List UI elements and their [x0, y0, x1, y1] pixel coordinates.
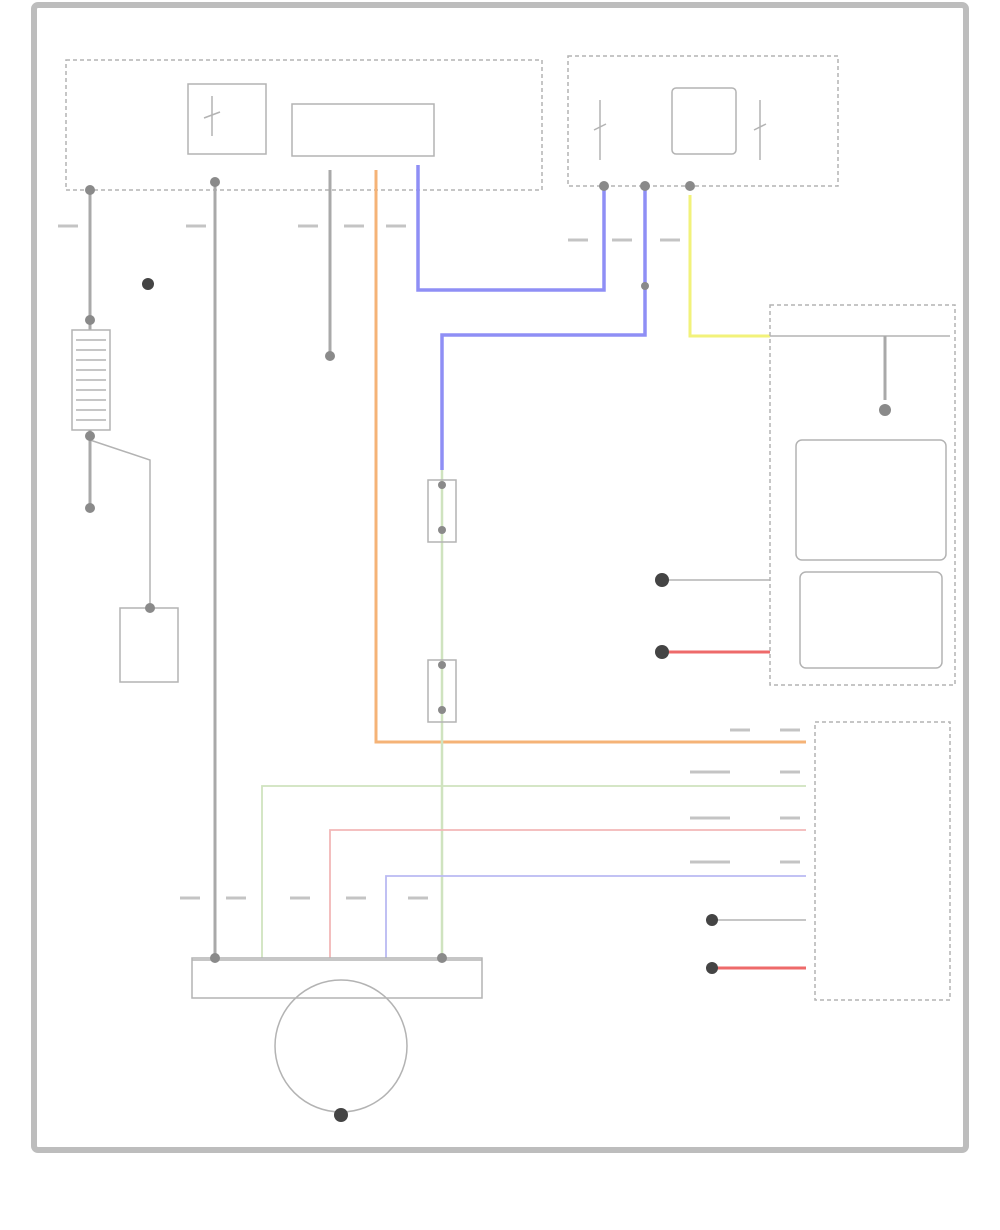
fuse-symbol — [203, 96, 221, 136]
splice-dots — [85, 177, 891, 963]
engine-fuse-box — [567, 55, 839, 187]
alternator-circle-icon — [274, 979, 408, 1113]
control-module-upper — [795, 439, 947, 561]
splice-dot-icon — [879, 404, 891, 416]
connector-pin-marks — [58, 224, 800, 900]
splice-dot-icon — [599, 181, 609, 191]
ground-icon — [142, 278, 154, 290]
splice-dot-icon — [85, 503, 95, 513]
gray-wires — [71, 170, 332, 958]
splice-dot-icon — [685, 181, 695, 191]
blue-wire-upper — [416, 165, 606, 292]
control-module-lower — [799, 571, 943, 669]
fuse-block — [187, 83, 267, 155]
yellow-wire — [688, 195, 770, 338]
splice-dot-icon — [85, 185, 95, 195]
relay-box — [671, 87, 737, 155]
ground-icon — [655, 573, 669, 587]
ecm-right-connector — [712, 721, 951, 1001]
splice-dot-icon — [641, 282, 649, 290]
ground-points — [142, 278, 718, 1122]
green-wire — [261, 785, 806, 958]
pink-wire — [329, 829, 806, 958]
alternator — [191, 957, 483, 1113]
alternator-connector — [191, 957, 483, 999]
lightblue-wire — [385, 875, 806, 958]
orange-wire — [374, 170, 806, 744]
splice-dot-icon — [437, 953, 447, 963]
fuse-links — [593, 100, 767, 160]
underhood-fuse-box — [65, 59, 543, 191]
splice-dot-icon — [145, 603, 155, 613]
colored-wires — [261, 165, 806, 970]
ground-icon — [706, 914, 718, 926]
ground-icon — [334, 1108, 348, 1122]
splice-dot-icon — [438, 661, 446, 669]
splice-dot-icon — [438, 706, 446, 714]
splice-dot-icon — [85, 431, 95, 441]
splice-dot-icon — [438, 481, 446, 489]
control-module-group — [662, 304, 956, 686]
splice-dot-icon — [85, 315, 95, 325]
ecm-module-box — [291, 103, 435, 157]
splice-dot-icon — [438, 526, 446, 534]
ground-icon — [706, 962, 718, 974]
splice-dot-icon — [210, 177, 220, 187]
splice-dot-icon — [210, 953, 220, 963]
splice-dot-icon — [325, 351, 335, 361]
ground-icon — [655, 645, 669, 659]
transmission-box — [119, 607, 179, 683]
splice-dot-icon — [640, 181, 650, 191]
joint-connectors — [427, 479, 457, 723]
diagram-frame — [31, 2, 969, 1153]
blue-wire-lower — [440, 190, 647, 470]
